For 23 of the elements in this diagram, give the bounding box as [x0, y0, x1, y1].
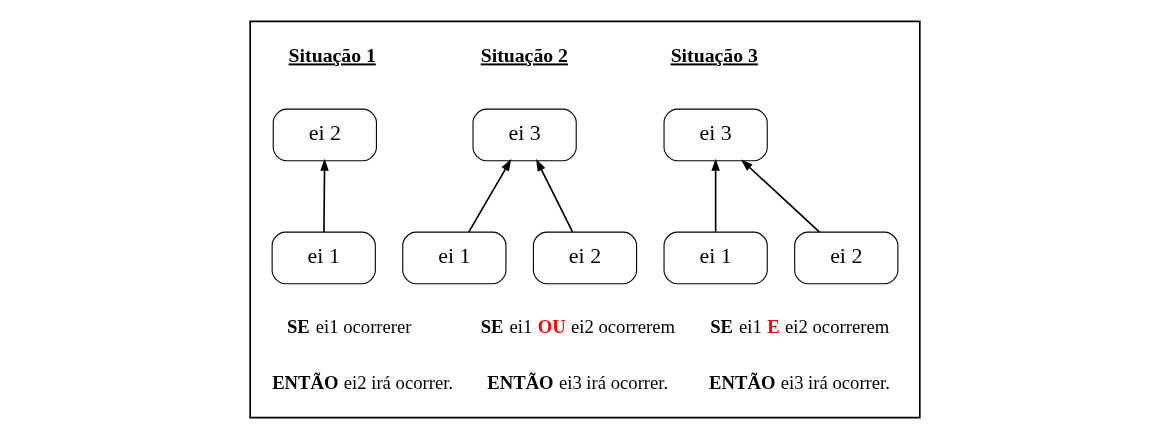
node-box: ei 1	[663, 231, 768, 285]
arrow	[536, 158, 574, 233]
arrow	[711, 158, 720, 233]
label: SE ei1 ocorrerer	[286, 315, 412, 337]
label: ENTÃO ei3 irá ocorrer.	[709, 371, 890, 393]
node-box: ei 2	[272, 108, 377, 162]
node-box: ei 1	[271, 231, 376, 285]
node-box: ei 3	[472, 108, 577, 162]
label: ENTÃO ei2 irá ocorrer.	[272, 371, 454, 393]
cluster	[249, 20, 921, 419]
node-box: ei 3	[663, 108, 768, 162]
label: SE ei1 OU ei2 ocorrerem	[480, 315, 676, 337]
arrow	[740, 159, 821, 233]
label: Situação 1	[288, 44, 376, 67]
label: Situação 2	[480, 44, 568, 67]
node-box: ei 2	[532, 231, 638, 285]
arrow	[320, 158, 329, 233]
node-box: ei 1	[402, 231, 507, 285]
arrow	[467, 159, 512, 233]
node-box: ei 2	[794, 231, 899, 285]
label: Situação 3	[670, 44, 758, 67]
label: SE ei1 E ei2 ocorrerem	[710, 315, 890, 337]
label: ENTÃO ei3 irá ocorrer.	[487, 371, 669, 393]
